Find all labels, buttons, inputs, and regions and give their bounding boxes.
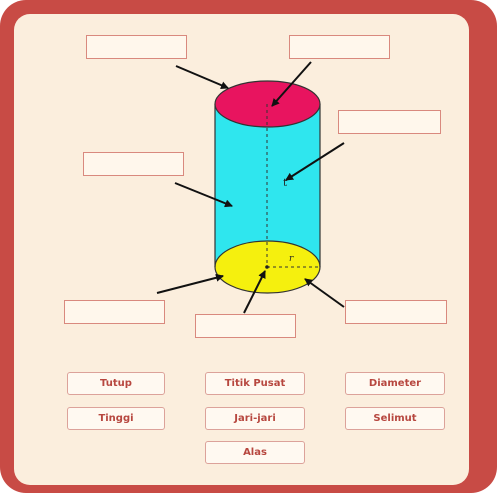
blank-slot-2[interactable]: [289, 35, 390, 59]
arrow-to-top-center: [271, 61, 312, 107]
blank-slot-7[interactable]: [345, 300, 447, 324]
cylinder-body: [215, 104, 320, 267]
blank-slot-5[interactable]: [64, 300, 165, 324]
blank-slot-6[interactable]: [195, 314, 296, 338]
arrow-to-base-edge: [304, 278, 345, 308]
option-selimut[interactable]: Selimut: [345, 407, 445, 430]
blank-slot-1[interactable]: [86, 35, 187, 59]
arrow-to-base: [156, 273, 224, 294]
option-tinggi[interactable]: Tinggi: [67, 407, 165, 430]
arrow-to-radius: [243, 270, 266, 314]
arrow-to-height: [285, 142, 345, 181]
height-label: t: [283, 178, 287, 189]
option-tutup[interactable]: Tutup: [67, 372, 165, 395]
blank-slot-4[interactable]: [83, 152, 184, 176]
arrow-to-top-left: [175, 65, 229, 89]
radius-label: r: [289, 254, 294, 264]
option-titik-pusat[interactable]: Titik Pusat: [205, 372, 305, 395]
blank-slot-3[interactable]: [338, 110, 441, 134]
option-jari-jari[interactable]: Jari-jari: [205, 407, 305, 430]
option-alas[interactable]: Alas: [205, 441, 305, 464]
arrow-to-body: [174, 182, 233, 208]
option-diameter[interactable]: Diameter: [345, 372, 445, 395]
center-point: [265, 265, 269, 269]
